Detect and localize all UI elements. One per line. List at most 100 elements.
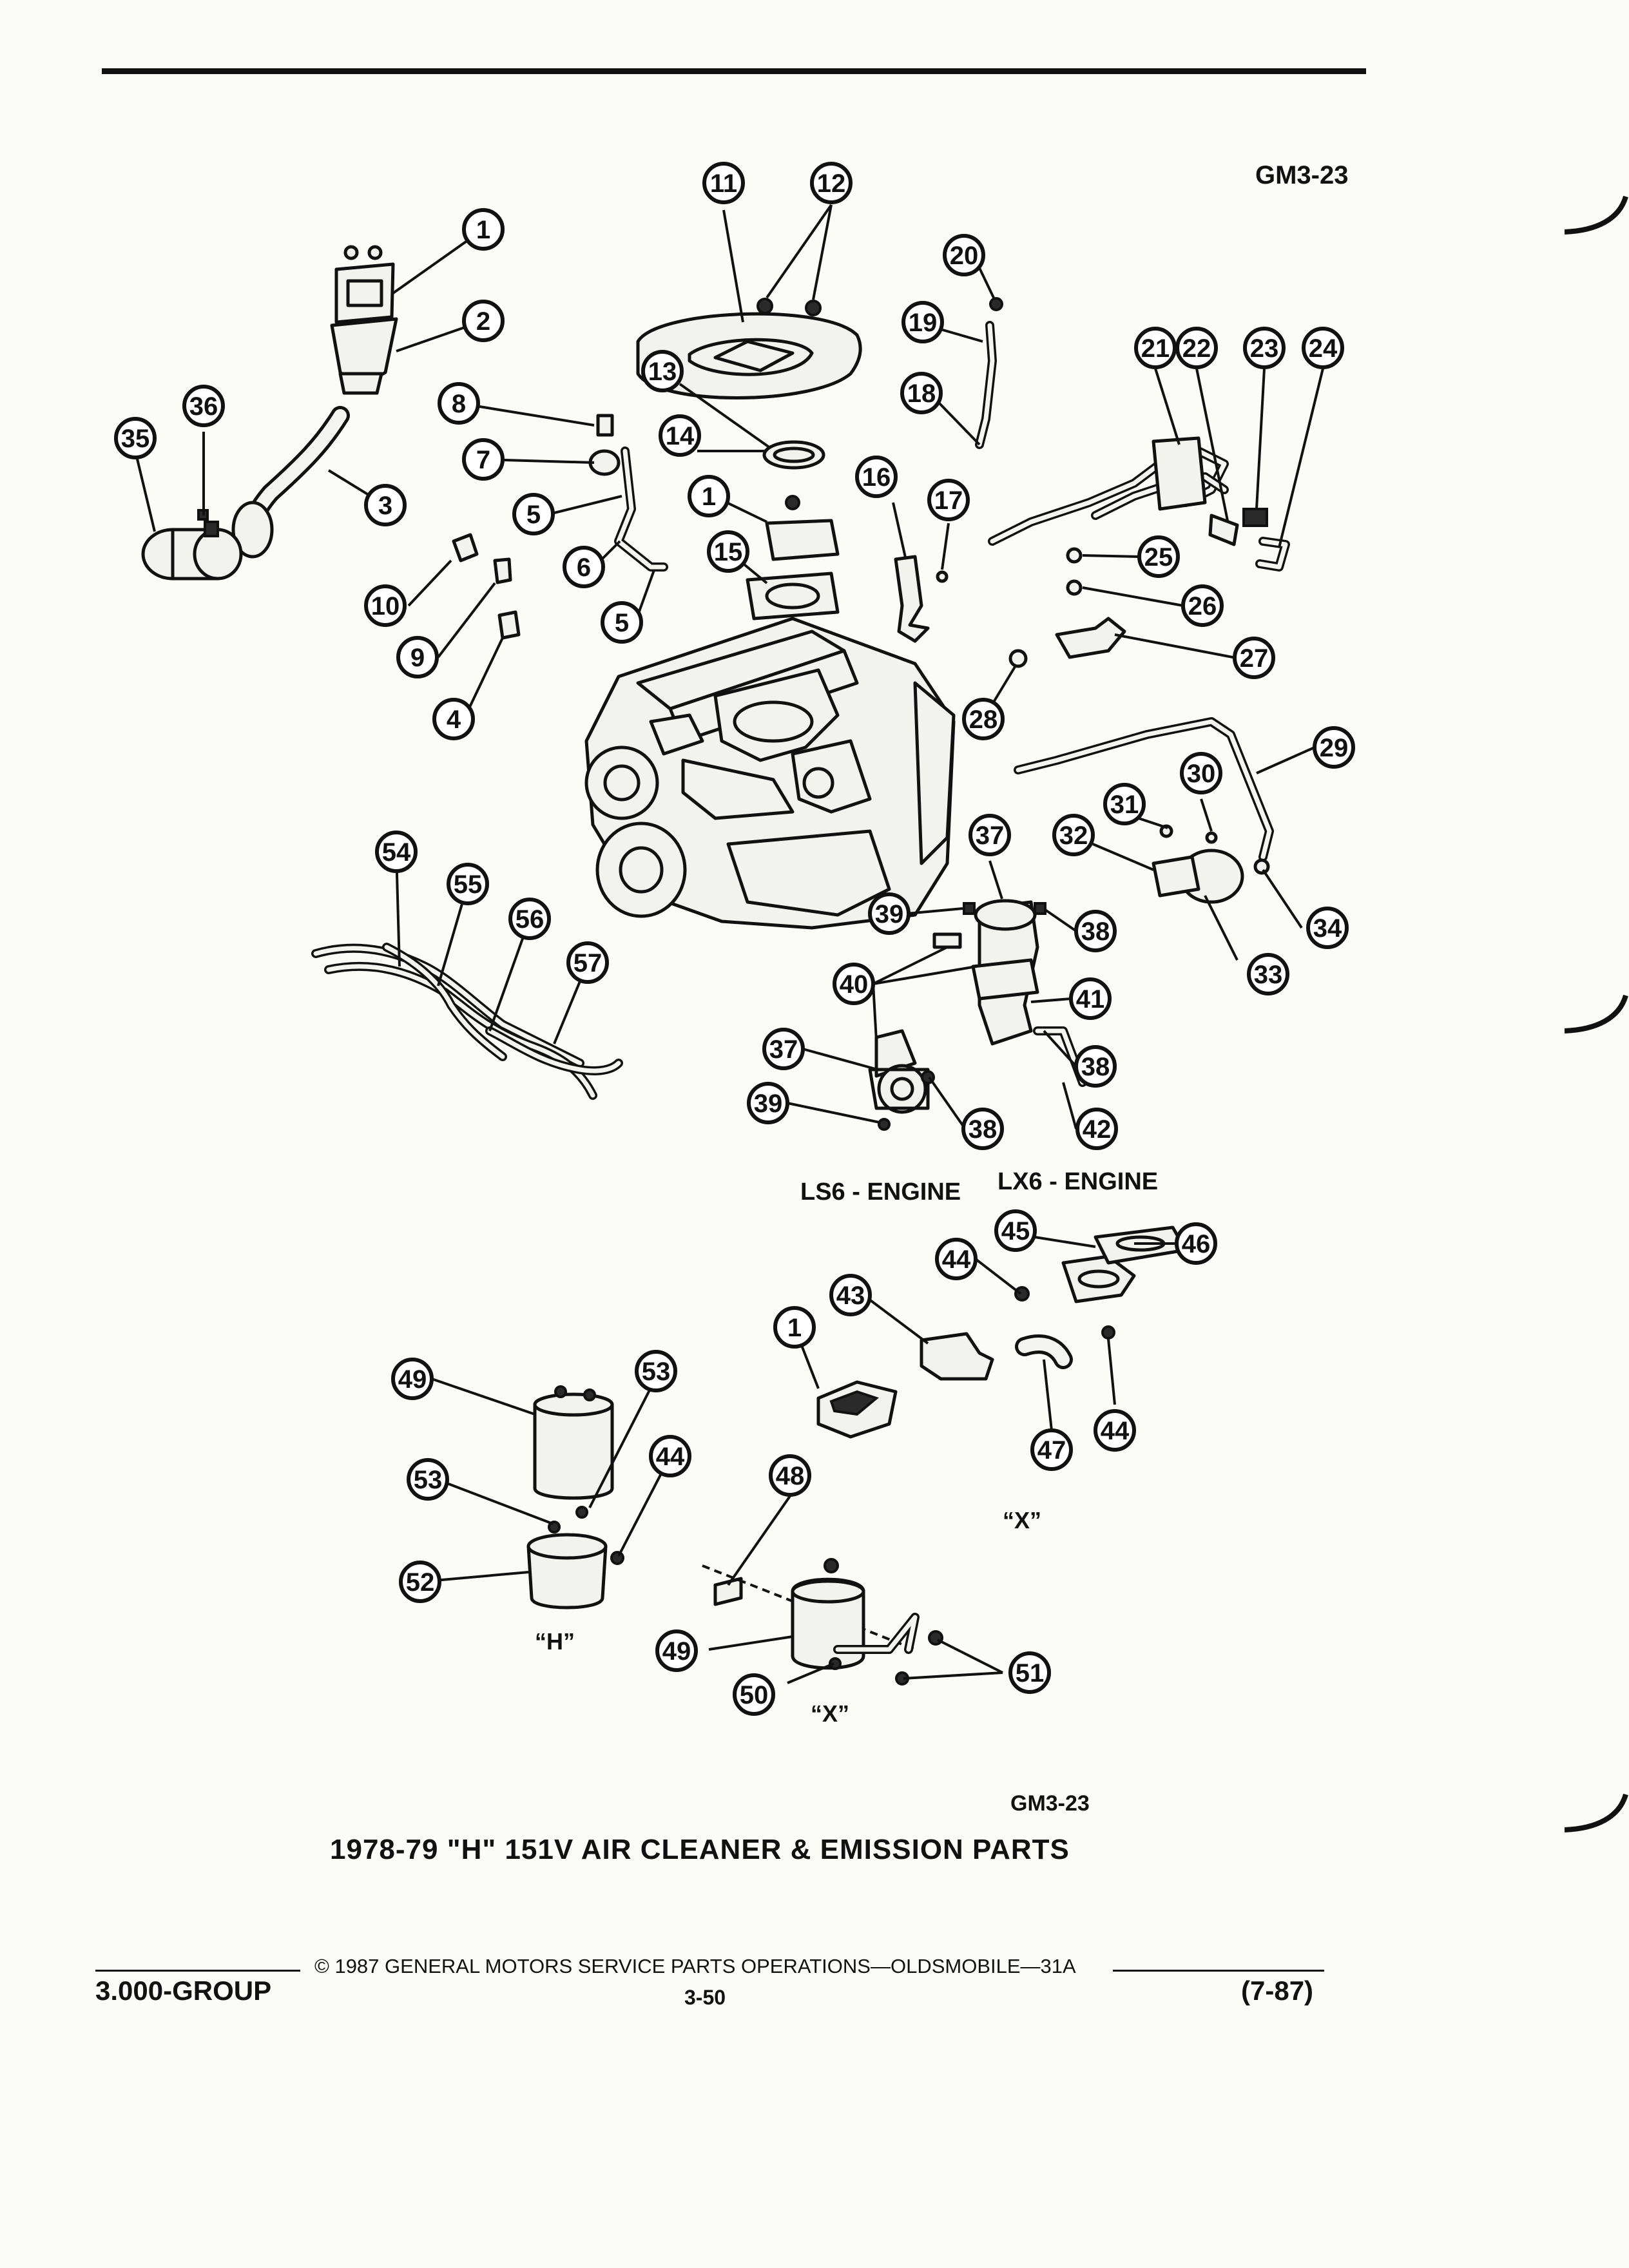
callout-26: 26	[1181, 584, 1224, 627]
footer-date: (7-87)	[1241, 1975, 1314, 2006]
callout-number: 10	[371, 592, 400, 620]
callout-number: 12	[817, 169, 846, 198]
callout-44: 44	[1094, 1409, 1136, 1452]
callout-41: 41	[1069, 977, 1112, 1020]
callout-5: 5	[512, 493, 555, 535]
ls6-engine-label: LS6 - ENGINE	[800, 1178, 961, 1206]
callout-number: 51	[1016, 1659, 1045, 1687]
x-variant-label-top: “X”	[1003, 1507, 1041, 1533]
egr-tube-and-valve-drawing	[1014, 717, 1274, 904]
callout-43: 43	[829, 1274, 872, 1316]
callout-number: 44	[942, 1245, 971, 1274]
callout-25: 25	[1137, 535, 1180, 578]
callout-number: 37	[769, 1035, 798, 1064]
callout-48: 48	[769, 1454, 811, 1497]
callout-number: 27	[1240, 644, 1269, 673]
callout-number: 48	[776, 1462, 805, 1490]
air-cleaner-drawing	[636, 298, 862, 470]
callout-9: 9	[396, 636, 439, 678]
callout-44: 44	[649, 1435, 691, 1477]
callout-number: 40	[840, 970, 869, 999]
callout-22: 22	[1175, 327, 1218, 369]
callout-number: 16	[862, 463, 891, 492]
callout-number: 34	[1313, 914, 1342, 943]
leader-lines	[134, 204, 1324, 1684]
callout-21: 21	[1134, 327, 1177, 369]
callout-17: 17	[927, 479, 970, 521]
ls6-egr-drawing	[868, 1029, 935, 1131]
footer-page-number: 3-50	[684, 1986, 726, 2009]
callout-number: 41	[1076, 985, 1105, 1014]
callout-49: 49	[391, 1358, 434, 1400]
callout-number: 22	[1182, 334, 1211, 363]
bracket-drawing	[1008, 547, 1126, 668]
h-canister-drawing	[526, 1385, 624, 1610]
callout-number: 56	[516, 905, 545, 934]
callout-number: 15	[714, 538, 743, 566]
callout-57: 57	[566, 941, 609, 984]
footer-group: 3.000-GROUP	[95, 1975, 272, 2006]
lx6-engine-label: LX6 - ENGINE	[998, 1168, 1158, 1195]
callout-6: 6	[563, 546, 605, 588]
vacuum-tube-assembly-drawing	[988, 436, 1290, 572]
callout-number: 4	[447, 706, 461, 734]
callout-number: 50	[740, 1681, 769, 1709]
callout-27: 27	[1233, 637, 1275, 679]
callout-number: 55	[454, 870, 483, 899]
callout-46: 46	[1175, 1222, 1217, 1265]
callout-number: 44	[1101, 1417, 1130, 1445]
callout-50: 50	[733, 1673, 775, 1716]
callout-number: 1	[702, 483, 716, 511]
callout-37: 37	[762, 1028, 805, 1070]
callout-number: 46	[1182, 1230, 1211, 1258]
callout-28: 28	[962, 698, 1005, 740]
callout-number: 23	[1250, 334, 1279, 363]
wiring-harness-drawing	[311, 943, 623, 1100]
diagram-title: 1978-79 "H" 151V AIR CLEANER & EMISSION …	[330, 1834, 1070, 1865]
callout-number: 42	[1083, 1115, 1112, 1144]
callout-number: 8	[452, 390, 466, 418]
callout-36: 36	[182, 385, 225, 427]
callout-42: 42	[1075, 1108, 1118, 1150]
callout-number: 24	[1309, 334, 1338, 363]
callout-number: 49	[662, 1637, 691, 1666]
callout-5: 5	[601, 601, 643, 644]
callout-40: 40	[833, 963, 875, 1005]
fittings-drawing	[452, 533, 521, 640]
callout-number: 39	[754, 1090, 783, 1118]
callout-10: 10	[364, 584, 407, 627]
callout-55: 55	[447, 863, 489, 905]
callout-number: 57	[574, 949, 602, 977]
callout-52: 52	[399, 1561, 441, 1603]
callout-30: 30	[1180, 752, 1222, 794]
callout-number: 38	[1081, 918, 1110, 946]
callout-3: 3	[364, 484, 407, 526]
callout-45: 45	[994, 1209, 1037, 1252]
callout-44: 44	[935, 1238, 978, 1280]
callout-number: 11	[710, 169, 737, 198]
callout-number: 17	[934, 486, 963, 515]
callout-number: 52	[406, 1568, 435, 1597]
callout-23: 23	[1243, 327, 1286, 369]
callout-number: 20	[950, 242, 979, 270]
callout-56: 56	[508, 898, 551, 940]
callout-29: 29	[1313, 726, 1355, 769]
callout-number: 28	[969, 706, 998, 734]
doc-code-bottom: GM3-23	[1010, 1791, 1090, 1816]
callout-38: 38	[961, 1108, 1004, 1150]
callout-number: 14	[666, 422, 695, 450]
callout-number: 39	[875, 900, 904, 928]
callout-number: 3	[378, 492, 392, 520]
clamp-drawing	[141, 509, 243, 581]
callout-number: 2	[476, 307, 490, 336]
footer-copyright: © 1987 GENERAL MOTORS SERVICE PARTS OPER…	[314, 1955, 1076, 1977]
binding-mark-3	[1564, 1793, 1628, 1832]
air-inlet-snorkel-drawing	[231, 245, 398, 559]
callout-number: 53	[414, 1466, 443, 1494]
callout-number: 49	[398, 1365, 427, 1394]
callout-1: 1	[688, 475, 730, 517]
adapter-gasket-drawing	[746, 495, 840, 620]
callout-31: 31	[1103, 783, 1146, 825]
lx6-egr-drawing	[932, 899, 1087, 1087]
callout-number: 18	[907, 380, 936, 408]
